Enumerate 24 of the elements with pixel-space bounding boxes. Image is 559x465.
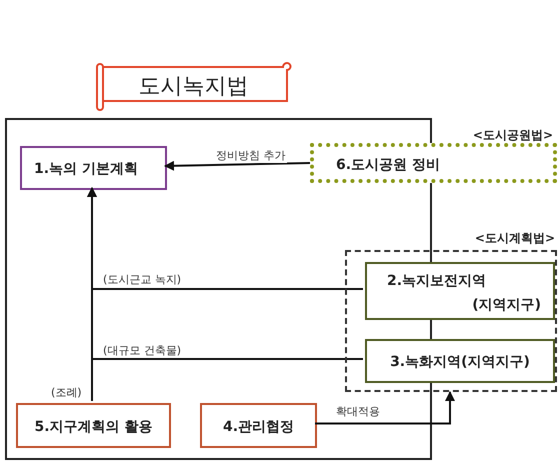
box-label: 6.도시공원 정비 <box>336 156 440 174</box>
box-label: 5.지구계획의 활용 <box>34 418 154 436</box>
process-box <box>16 403 171 448</box>
arrow <box>164 160 310 171</box>
law-name: <도시계획법> <box>474 230 555 247</box>
edge-label: 확대적용 <box>335 404 381 419</box>
plan-box <box>20 146 167 190</box>
process-box <box>200 403 317 448</box>
box-label: (지역지구) <box>472 296 541 314</box>
edge-label: (조례) <box>50 385 83 400</box>
box-label: 1.녹의 기본계획 <box>34 160 138 178</box>
edge-label: 정비방침 추가 <box>215 148 286 163</box>
edge-label: (도시근교 녹지) <box>102 272 182 287</box>
title-scroll <box>97 63 290 108</box>
box-label: 3.녹화지역(지역지구) <box>389 353 531 371</box>
zone-box <box>365 262 555 320</box>
zone-box <box>365 339 555 383</box>
box-label: 4.관리협정 <box>222 418 296 436</box>
title-text: 도시녹지법 <box>138 73 250 101</box>
law-name: <도시공원법> <box>472 127 553 144</box>
edge-label: (대규모 건축물) <box>102 343 182 358</box>
box-label: 2.녹지보전지역 <box>387 272 486 290</box>
arrow <box>87 187 97 401</box>
arrow <box>315 391 455 424</box>
